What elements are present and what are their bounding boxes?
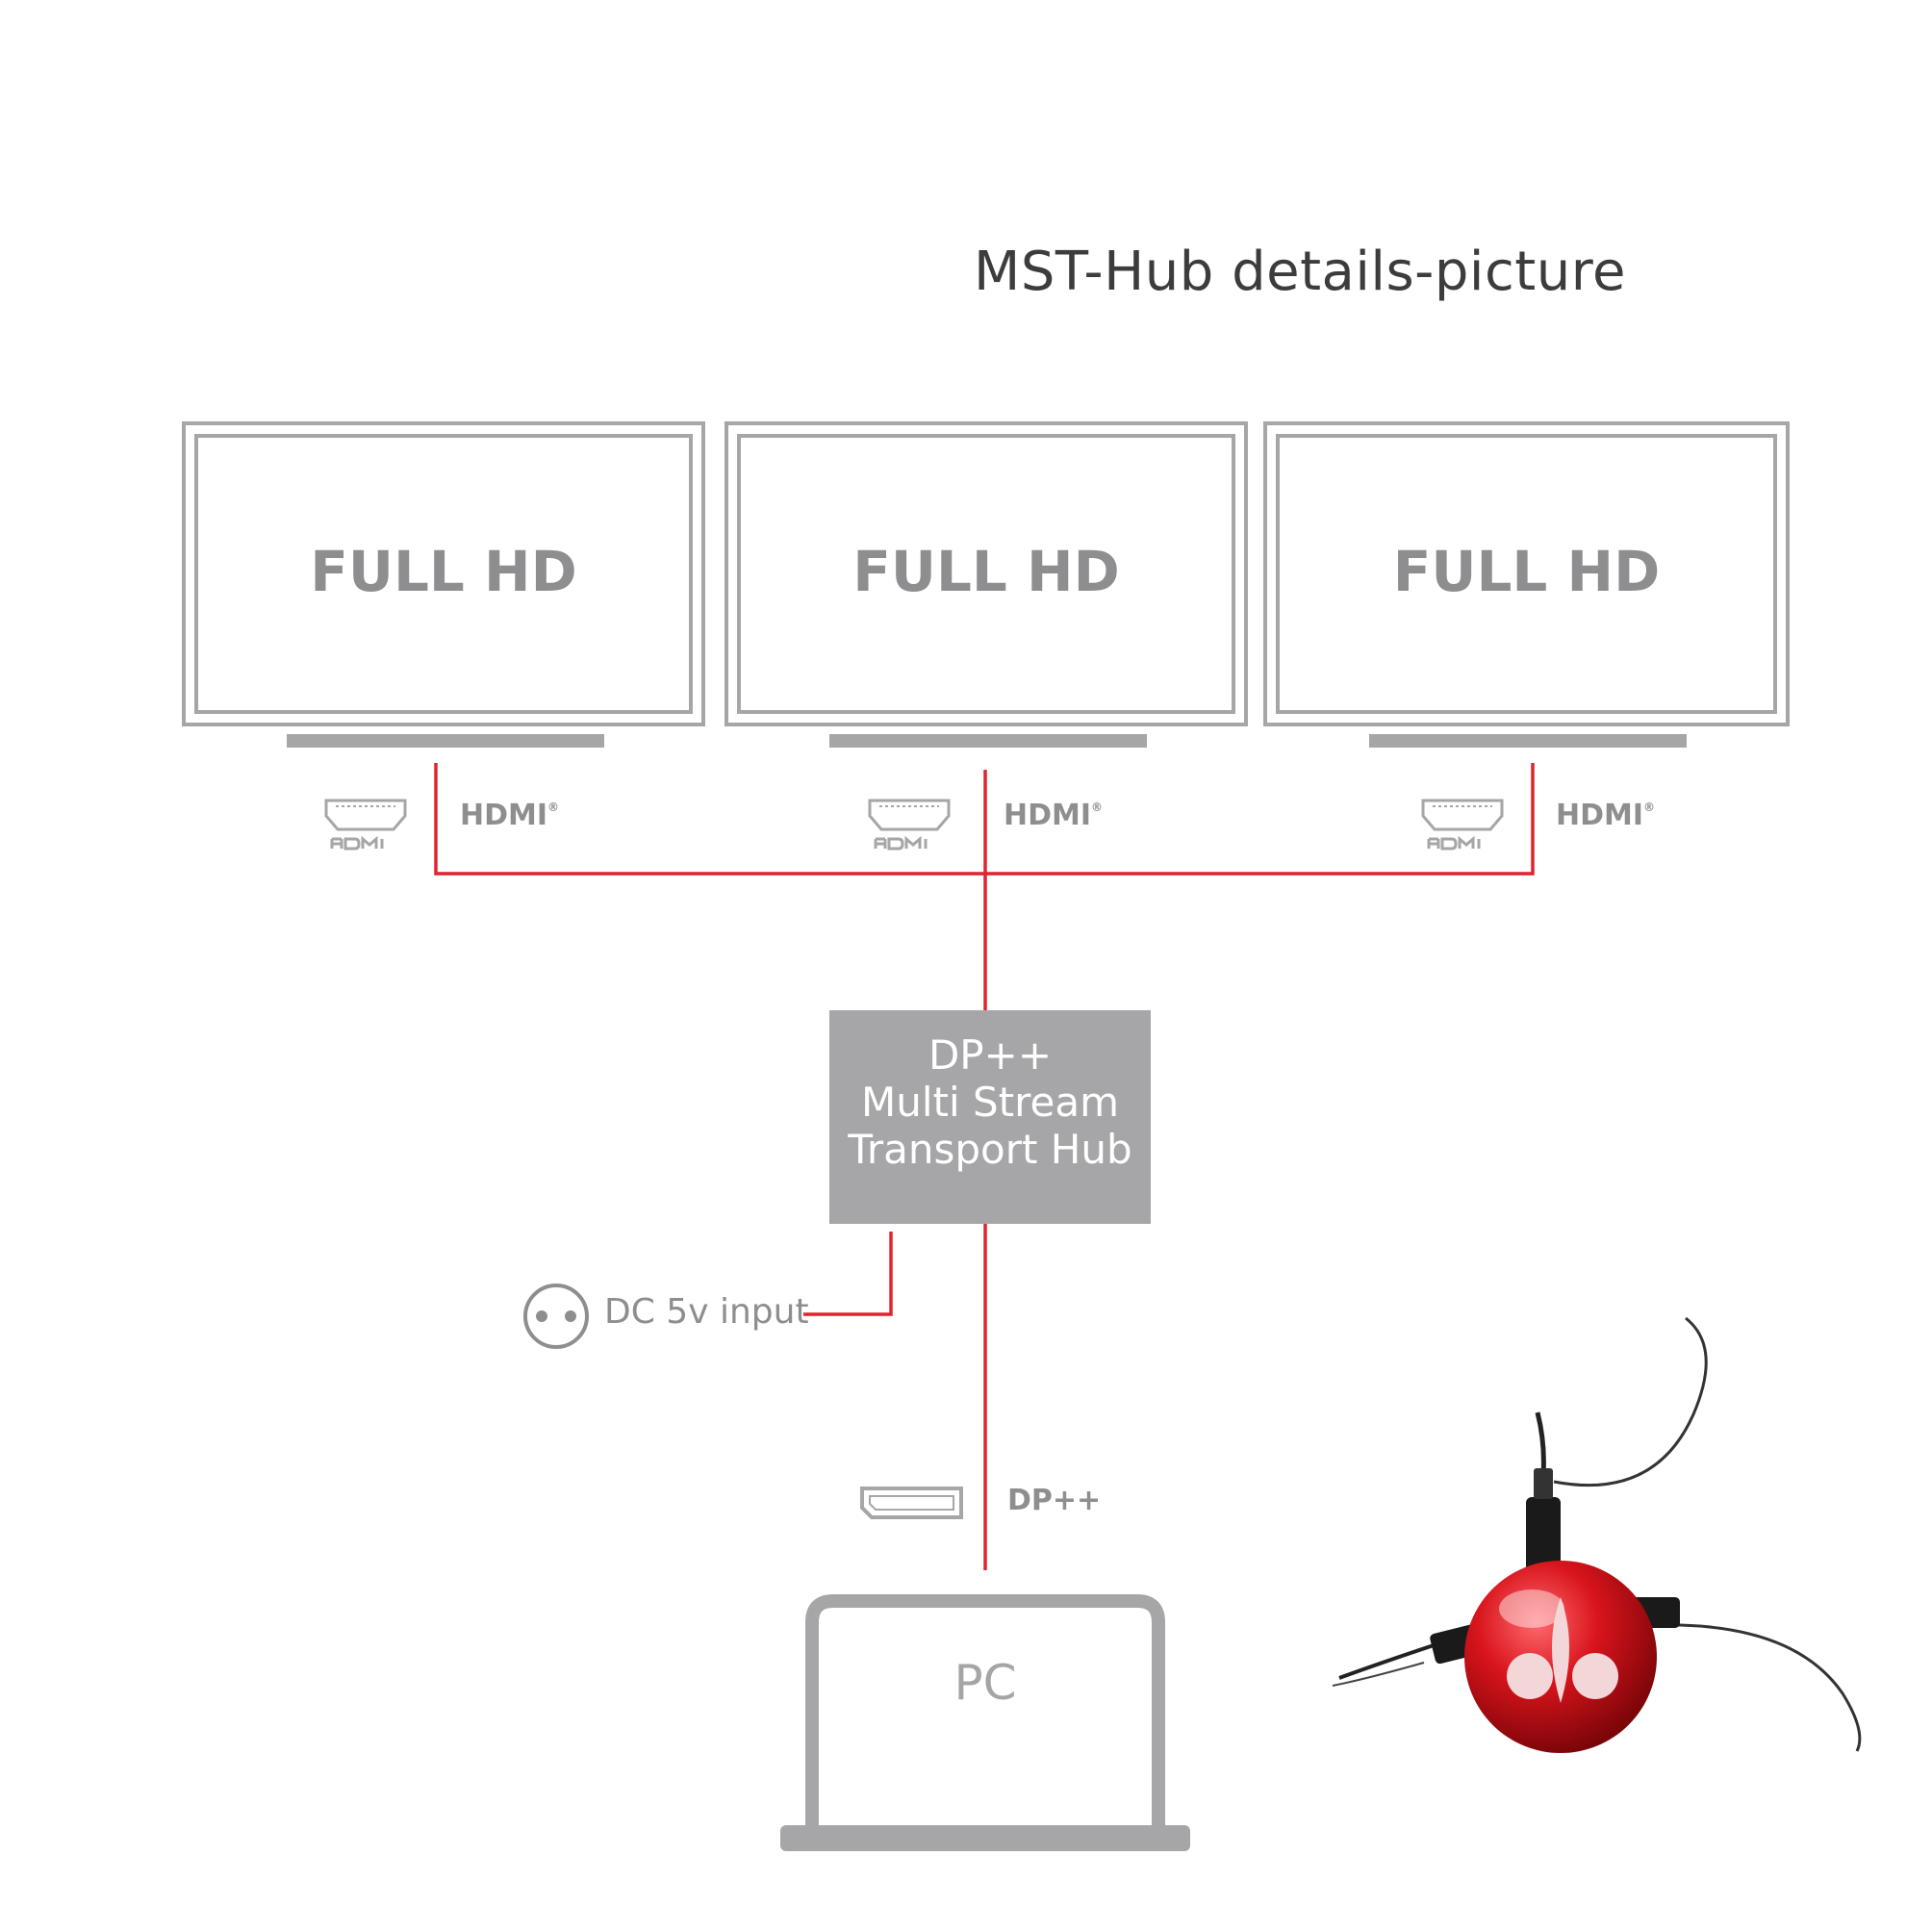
monitor-1-stand (287, 734, 604, 748)
connect-and-do-more-logo (1332, 1316, 1862, 1753)
monitor-3-label: FULL HD (1392, 539, 1661, 604)
hdmi-port-label-3: HDMI® (1556, 799, 1656, 832)
monitor-1 (182, 421, 705, 748)
mst-hub-box (829, 1010, 1151, 1224)
diagram-title: MST-Hub details-picture (974, 241, 1626, 303)
pc-laptop-icon (780, 1594, 1190, 1851)
power-cable (803, 1232, 893, 1316)
hdmi-port-icon-1 (324, 799, 407, 851)
hub-label-line-3: Transport Hub (848, 1126, 1132, 1173)
dc-input-label: DC 5v input (604, 1292, 809, 1332)
monitor-3-stand (1369, 734, 1687, 748)
pc-label: PC (953, 1655, 1017, 1711)
mst-hub-label: DP++ Multi Stream Transport Hub (829, 1031, 1151, 1173)
monitor-3 (1263, 421, 1790, 748)
monitor-2-stand (829, 734, 1147, 748)
cable-lines (434, 763, 1535, 1570)
hub-label-line-1: DP++ (928, 1031, 1053, 1079)
hdmi-port-label-2: HDMI® (1004, 799, 1104, 832)
monitor-2 (724, 421, 1248, 748)
hdmi-port-icon-3 (1421, 799, 1504, 851)
dc-power-icon (523, 1284, 589, 1349)
monitor-1-label: FULL HD (310, 539, 577, 604)
hub-label-line-2: Multi Stream (861, 1079, 1119, 1126)
hdmi-port-label-1: HDMI® (460, 799, 560, 832)
monitor-2-label: FULL HD (852, 539, 1120, 604)
displayport-icon (860, 1487, 963, 1519)
hdmi-port-icon-2 (868, 799, 951, 851)
dp-port-label: DP++ (1007, 1484, 1102, 1517)
